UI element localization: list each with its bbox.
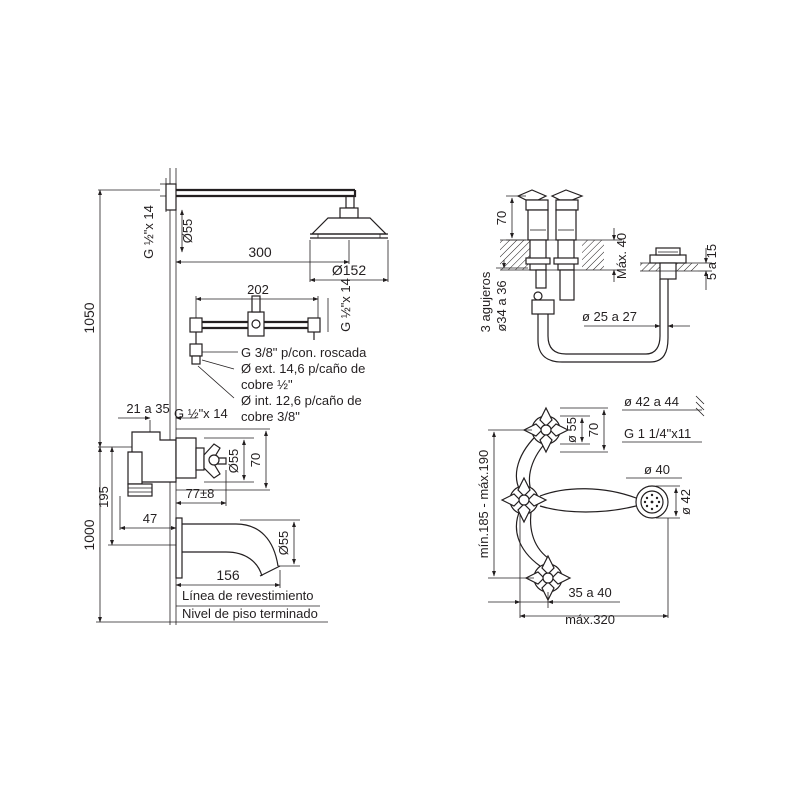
cross-handle-top — [522, 406, 570, 454]
hose-top-lower — [539, 505, 637, 513]
dim-1050: 1050 — [81, 302, 97, 333]
dim-side-5a15: 5 a 15 — [704, 244, 719, 280]
hand-shower-head-top — [635, 485, 669, 519]
dim-202: 202 — [247, 282, 269, 297]
dim-top-35a40: 35 a 40 — [568, 585, 611, 600]
dim-side-70: 70 — [494, 211, 509, 225]
dim-300: 300 — [248, 244, 272, 260]
dim-body-thread: G ½"x 14 — [174, 406, 228, 421]
label-floor-level: Nivel de piso terminado — [182, 606, 318, 621]
arc-pipe-lower-inner — [529, 505, 549, 559]
dim-1000: 1000 — [81, 519, 97, 550]
dim-top-thread: G 1 1/4"x11 — [624, 426, 691, 441]
dim-top-d40: ø 40 — [644, 462, 670, 477]
deck-side-section: 70 Máx. 40 5 a 15 ø — [478, 189, 719, 363]
valve-handles-side — [516, 189, 584, 301]
note-line-1: G 3/8" p/con. roscada — [241, 345, 367, 360]
hose-pipe-side — [531, 279, 669, 363]
shower-head — [310, 207, 388, 239]
dim-47: 47 — [143, 511, 157, 526]
bath-spout — [175, 517, 281, 579]
dim-top-42a44: ø 42 a 44 — [624, 394, 679, 409]
dim-mixer-thread: G ½"x 14 — [338, 278, 353, 332]
elevation-view: G ½"x 14 Ø55 300 Ø152 1050 1000 195 — [81, 168, 389, 625]
dim-valve-d55: Ø55 — [226, 449, 241, 474]
dim-arm-thread: G ½"x 14 — [141, 205, 156, 259]
hose-top-upper — [539, 488, 637, 499]
wall-valve-body — [127, 431, 227, 497]
dim-side-max40: Máx. 40 — [614, 233, 629, 279]
thread-symbol-icon — [695, 395, 705, 417]
dim-head-d55: Ø55 — [180, 219, 195, 244]
dim-top-d55: ø 55 — [564, 417, 579, 443]
dim-77: 77±8 — [186, 486, 215, 501]
deck-hatch-right — [582, 240, 604, 270]
deck-hatch-left — [500, 240, 530, 270]
deck-top-view: ø 42 a 44 G 1 1/4"x11 ø 55 70 ø 40 ø 42 … — [476, 394, 705, 627]
cross-handle-middle — [500, 476, 548, 524]
dim-spout-d55: Ø55 — [276, 531, 291, 556]
dim-top-range: mín.185 - máx.190 — [476, 450, 491, 558]
dim-side-25a27: ø 25 a 27 — [582, 309, 637, 324]
note-line-4: Ø int. 12,6 p/caño de — [241, 393, 362, 408]
dim-top-max320: máx.320 — [565, 612, 615, 627]
note-line-2: Ø ext. 14,6 p/caño de — [241, 361, 365, 376]
dim-side-holes-1: 3 agujeros — [478, 271, 493, 332]
dim-top-d42: ø 42 — [678, 489, 693, 515]
shower-arm — [165, 183, 357, 211]
dim-21a35: 21 a 35 — [126, 401, 169, 416]
dim-side-holes-2: ø34 a 36 — [494, 280, 509, 331]
note-line-5: cobre 3/8" — [241, 409, 300, 424]
arc-pipe-upper-outer — [515, 431, 541, 495]
label-wall-line: Línea de revestimiento — [182, 588, 314, 603]
note-line-3: cobre ½" — [241, 377, 293, 392]
dim-head-d152: Ø152 — [332, 262, 366, 278]
dim-valve-70: 70 — [248, 453, 263, 467]
rough-in-mixer — [189, 295, 321, 365]
dim-top-70: 70 — [586, 423, 601, 437]
dim-156: 156 — [216, 567, 240, 583]
dim-195: 195 — [96, 486, 111, 508]
